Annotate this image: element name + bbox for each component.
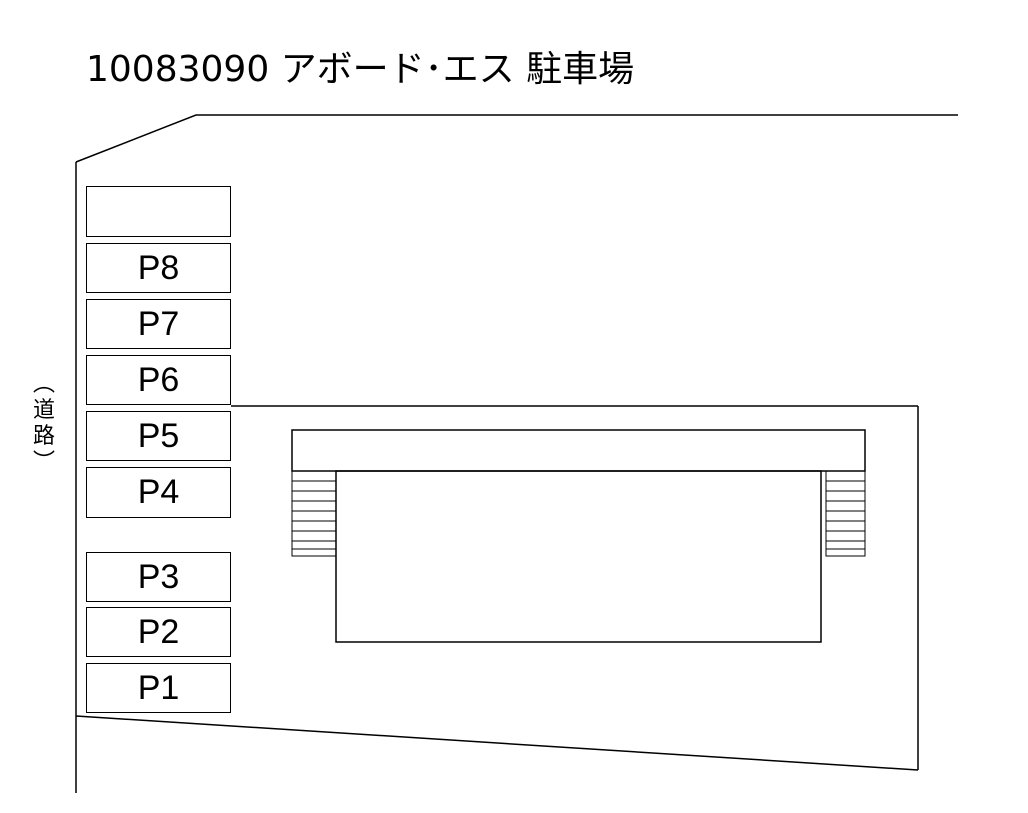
building-body	[335, 470, 822, 643]
road-label-open-paren: ︵	[32, 372, 55, 397]
parking-slot-p8: P8	[86, 243, 231, 293]
road-label-char-2: 路	[32, 424, 55, 449]
road-label-close-paren: ︶	[32, 450, 55, 475]
parking-slot-p4: P4	[86, 467, 231, 518]
stairs-right	[825, 470, 866, 557]
page-title: 10083090 アボード･エス 駐車場	[86, 49, 635, 90]
parking-slot-p1: P1	[86, 663, 231, 713]
road-label: ︵ 道 路 ︶	[26, 372, 62, 476]
parking-slot-p7: P7	[86, 299, 231, 349]
road-label-char-1: 道	[32, 398, 55, 423]
parking-slot-p6: P6	[86, 355, 231, 405]
parking-slot-p3: P3	[86, 552, 231, 602]
parking-slot-p2: P2	[86, 607, 231, 657]
bottom-boundary-line	[75, 715, 919, 771]
building-corridor	[291, 429, 866, 472]
top-boundary-line	[75, 114, 958, 163]
parking-slot-blank	[86, 186, 231, 237]
parking-slot-p5: P5	[86, 411, 231, 461]
stairs-left	[291, 470, 337, 557]
